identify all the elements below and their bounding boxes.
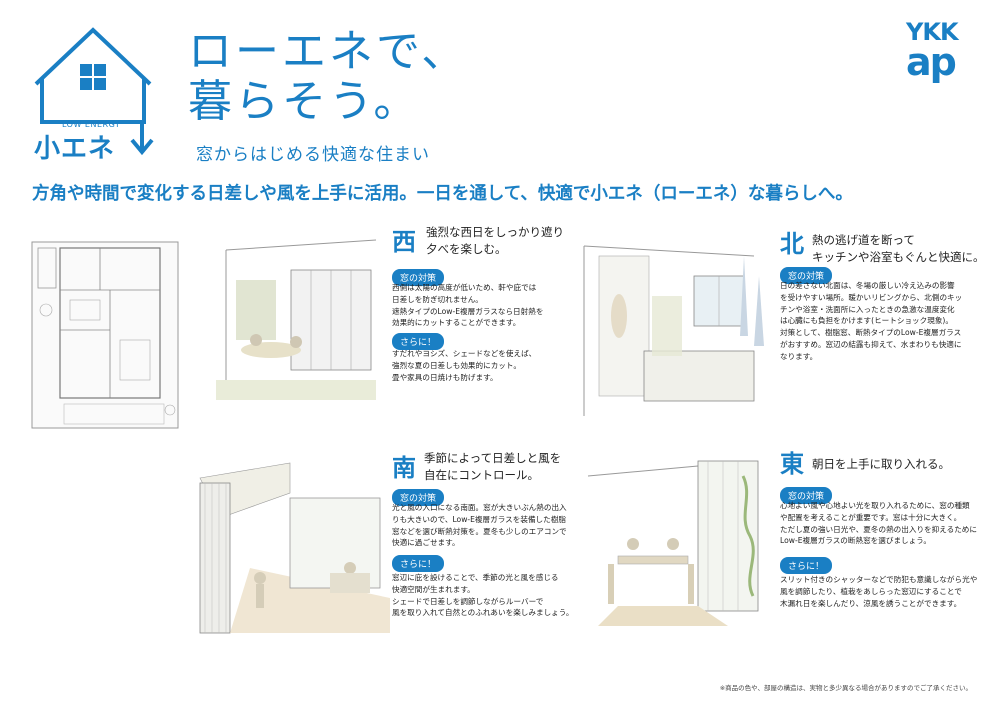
brand-logo-line1: YKK [906, 18, 959, 46]
north-text1-line2: を受けやすい場所。暖かいリビングから、北側のキッ [780, 292, 963, 302]
west-text1-line3: 遮熱タイプのLow-E複層ガラスなら日射熱を [392, 306, 544, 316]
east-heading-line1: 朝日を上手に取り入れる。 [812, 457, 950, 471]
east-tag-window: 窓の対策 [780, 484, 833, 504]
south-text2-line4: 風を取り入れて自然とのふれあいを楽しみましょう。 [392, 608, 574, 618]
north-bathroom-illustration [574, 236, 770, 421]
west-text1-line4: 効果的にカットすることができます。 [392, 318, 521, 328]
south-text2-line1: 窓辺に庇を設けることで、季節の光と風を感じる [392, 573, 559, 582]
south-tag-label: 窓の対策 [392, 489, 445, 506]
east-text1-line1: 心地よい風や心地よい光を取り入れるために、窓の種類 [780, 501, 970, 510]
south-text1-line3: 窓などを選び断熱対策を。夏冬も少しのエアコンで [392, 526, 567, 536]
house-logo-icon [34, 27, 154, 156]
south-heading-line2: 自在にコントロール。 [424, 467, 539, 482]
north-text1-line7: なります。 [780, 351, 818, 361]
east-tag-label: 窓の対策 [780, 487, 833, 504]
page-subtitle: 窓からはじめる快適な住まい [196, 145, 430, 165]
page-title-line1: ローエネで、 [188, 26, 469, 77]
east-tag-more: さらに！ [780, 554, 833, 574]
north-tag-label: 窓の対策 [780, 267, 833, 284]
east-dining-illustration [578, 456, 770, 638]
west-text2-line3: 畳や家具の日焼けも防げます。 [392, 372, 498, 382]
east-tag-more-label: さらに！ [780, 557, 833, 574]
west-direction-label: 西 [392, 228, 416, 256]
north-heading-line1: 熱の逃げ道を断って [812, 233, 915, 247]
east-text1-line2: や配置を考えることが重要です。窓は十分に大きく。 [780, 512, 962, 522]
west-tag-more-label: さらに！ [392, 333, 445, 350]
north-text-window: 日の差さない北面は、冬場の厳しい冷え込みの影響 を受けやすい場所。暖かいリビング… [780, 280, 962, 362]
north-text1-line6: がおすすめ。窓辺の結露も抑えて、水まわりも快適に [780, 339, 962, 349]
logo-subtext: LOW ENERGY [62, 120, 121, 129]
north-tag-window: 窓の対策 [780, 264, 833, 284]
north-text1-line1: 日の差さない北面は、冬場の厳しい冷え込みの影響 [780, 281, 955, 290]
west-heading: 強烈な西日をしっかり遮り 夕べを楽しむ。 [426, 224, 564, 257]
west-text2-line1: すだれやヨシズ、シェードなどを使えば、 [392, 349, 537, 358]
north-text1-line3: チンや浴室・洗面所に入ったときの急激な温度変化 [780, 304, 955, 314]
north-text1-line4: は心臓にも負担をかけます(ヒートショック現象)。 [780, 316, 953, 326]
east-direction-label: 東 [780, 450, 804, 478]
west-room-illustration [196, 230, 386, 405]
south-text2-line3: シェードで日差しを調節しながらルーバーで [392, 596, 544, 606]
south-text1-line1: 光と風の入口になる南面。窓が大きいぶん熱の出入 [392, 503, 567, 512]
west-tag-more: さらに！ [392, 330, 445, 350]
east-text1-line3: ただし夏の強い日光や、夏冬の熱の出入りを抑えるために [780, 524, 977, 534]
west-heading-line2: 夕べを楽しむ。 [426, 241, 507, 256]
east-text2-line2: 風を調節したり、植栽をあしらった窓辺にすることで [780, 586, 962, 596]
brand-logo-line2: ap [906, 40, 957, 84]
south-tag-window: 窓の対策 [392, 486, 445, 506]
west-text1-line2: 日差しを防ぎ切れません。 [392, 294, 483, 304]
south-text1-line4: 快適に過ごせます。 [392, 538, 460, 548]
east-text-window: 心地よい風や心地よい光を取り入れるために、窓の種類 や配置を考えることが重要です… [780, 500, 977, 547]
west-heading-line1: 強烈な西日をしっかり遮り [426, 225, 564, 239]
west-tag-label: 窓の対策 [392, 269, 445, 286]
floor-plan-illustration [31, 241, 179, 429]
logo-label: 小エネ [34, 134, 116, 164]
east-text-more: スリット付きのシャッターなどで防犯も意識しながら光や 風を調節したり、植栽をあし… [780, 574, 977, 609]
footnote: ※商品の色や、部屋の構造は、実物と多少異なる場合がありますのでご了承ください。 [719, 684, 972, 692]
west-text1-line1: 西側は太陽の高度が低いため、軒や庇では [392, 283, 537, 292]
west-text-window: 西側は太陽の高度が低いため、軒や庇では 日差しを防ぎ切れません。 遮熱タイプのL… [392, 282, 543, 329]
south-text2-line2: 快適空間が生まれます。 [392, 584, 475, 594]
south-tag-more: さらに！ [392, 552, 445, 572]
east-text1-line4: Low-E複層ガラスの断熱窓を選びましょう。 [780, 536, 931, 546]
west-text-more: すだれやヨシズ、シェードなどを使えば、 強烈な夏の日差しも効果的にカット。 畳や… [392, 348, 536, 383]
south-text-window: 光と風の入口になる南面。窓が大きいぶん熱の出入 りも大きいので、Low-E複層ガ… [392, 502, 567, 549]
headline: 方角や時間で変化する日差しや風を上手に活用。一日を通して、快適で小エネ（ローエネ… [32, 184, 853, 204]
north-direction-label: 北 [780, 230, 804, 258]
south-room-illustration [190, 458, 390, 640]
north-heading: 熱の逃げ道を断って キッチンや浴室もぐんと快適に。 [812, 232, 985, 265]
west-text2-line2: 強烈な夏の日差しも効果的にカット。 [392, 360, 521, 370]
east-text2-line1: スリット付きのシャッターなどで防犯も意識しながら光や [780, 575, 978, 584]
north-text1-line5: 対策として、樹脂窓、断熱タイプのLow-E複層ガラス [780, 328, 962, 338]
east-heading: 朝日を上手に取り入れる。 [812, 456, 950, 473]
brand-logo: YKK ap [906, 20, 976, 90]
south-direction-label: 南 [392, 454, 416, 482]
south-heading: 季節によって日差しと風を 自在にコントロール。 [424, 450, 561, 483]
south-text1-line2: りも大きいので、Low-E複層ガラスを装備した樹脂 [392, 514, 566, 524]
north-heading-line2: キッチンや浴室もぐんと快適に。 [812, 249, 985, 264]
south-text-more: 窓辺に庇を設けることで、季節の光と風を感じる 快適空間が生まれます。 シェードで… [392, 572, 574, 619]
page-title-line2: 暮らそう。 [188, 76, 421, 127]
south-heading-line1: 季節によって日差しと風を [424, 451, 562, 465]
south-tag-more-label: さらに！ [392, 555, 445, 572]
west-tag-window: 窓の対策 [392, 266, 445, 286]
east-text2-line3: 木漏れ日を楽しんだり、涼風を誘うことができます。 [780, 598, 962, 608]
